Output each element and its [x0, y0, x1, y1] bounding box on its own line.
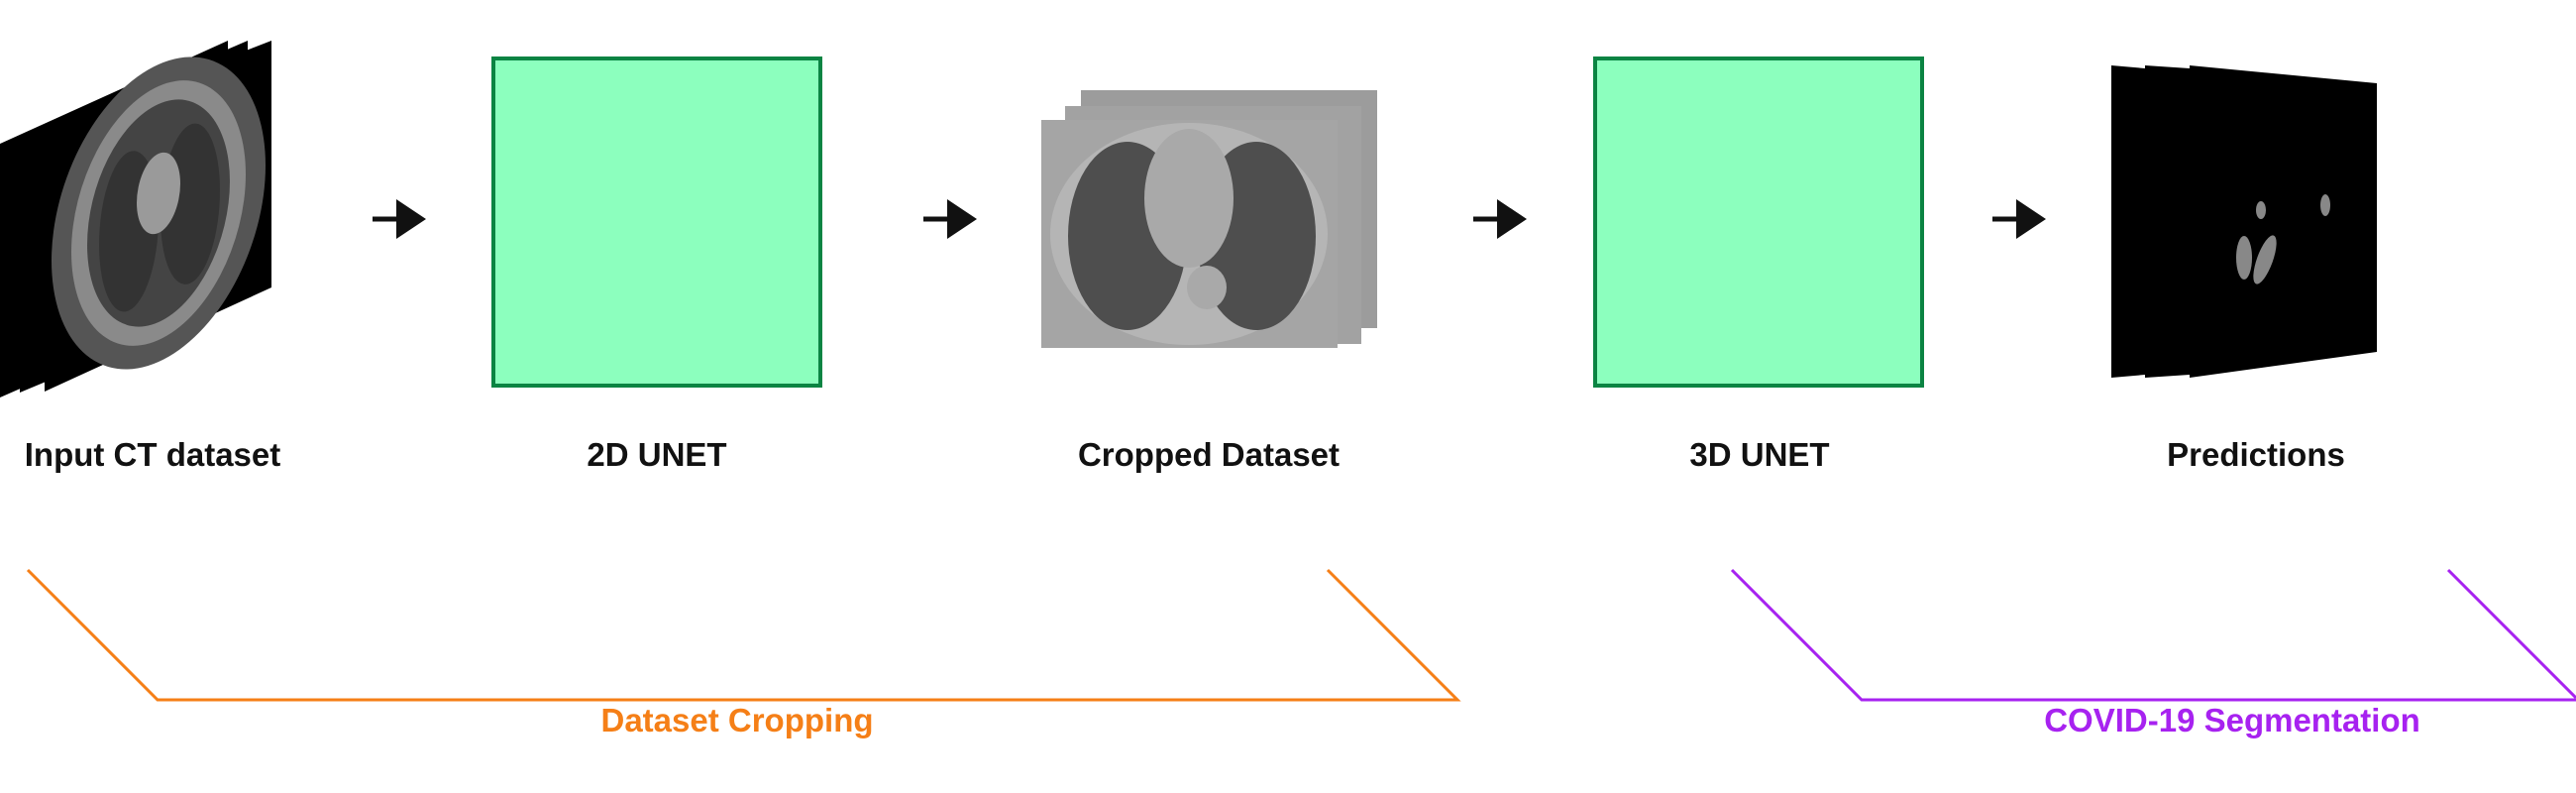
predictions-stack-image — [2111, 65, 2377, 378]
stage-label-2d-unet: 2D UNET — [587, 436, 727, 473]
cropped-dataset-stack-image — [1041, 90, 1377, 348]
stage-label-predictions: Predictions — [2167, 436, 2345, 473]
2d-unet-block — [491, 57, 822, 388]
stage-label-cropped-dataset: Cropped Dataset — [1077, 436, 1341, 473]
input-ct-stack-image — [0, 41, 271, 397]
covid-segmentation-bracket — [1730, 568, 2576, 702]
group-label-covid-segmentation: COVID-19 Segmentation — [2044, 702, 2420, 738]
stage-label-input-ct: Input CT dataset — [24, 436, 281, 473]
group-label-dataset-cropping: Dataset Cropping — [600, 702, 874, 738]
dataset-cropping-bracket — [26, 568, 1461, 702]
stage-label-3d-unet: 3D UNET — [1689, 436, 1830, 473]
3d-unet-block — [1593, 57, 1924, 388]
covid-segmentation-bracket-right — [2446, 568, 2576, 700]
